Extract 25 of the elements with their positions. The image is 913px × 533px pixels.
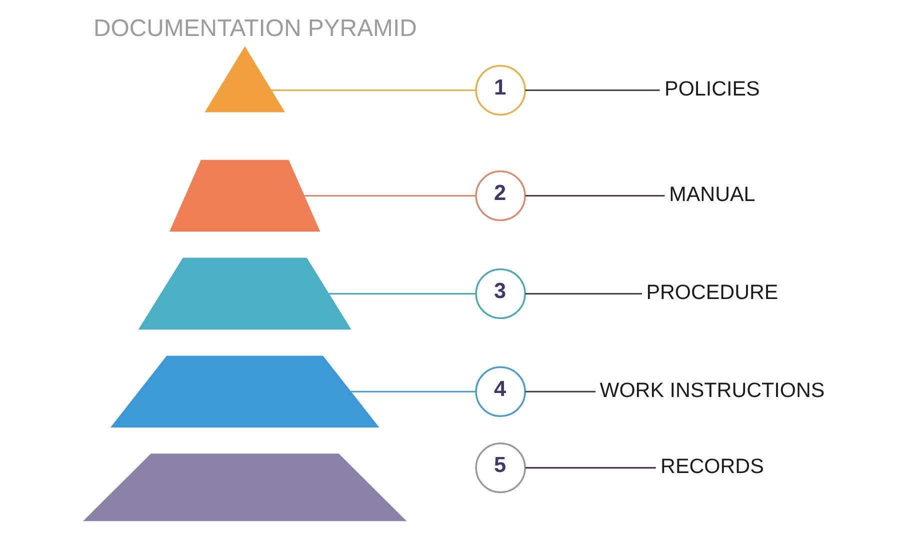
node-circle: 1 [475, 64, 526, 116]
node-trapezoid [169, 160, 320, 232]
connector [328, 292, 476, 294]
diagram-title: DOCUMENTATION PYRAMID [93, 14, 417, 42]
node-text: MANUAL [669, 182, 756, 206]
node-circle: 4 [475, 366, 526, 417]
node-trapezoid [83, 454, 407, 522]
connector [304, 195, 476, 197]
connector [525, 195, 665, 197]
connector [350, 390, 476, 392]
connector [525, 89, 660, 91]
connector [525, 467, 656, 469]
node-circle: 2 [475, 170, 526, 222]
node-text: WORK INSTRUCTIONS [600, 378, 825, 402]
connector [525, 390, 596, 392]
node-text: PROCEDURE [646, 280, 778, 304]
connector [271, 89, 476, 91]
node-trapezoid [110, 356, 380, 428]
node-text: RECORDS [660, 454, 764, 478]
connector [525, 292, 642, 294]
node-circle: 3 [475, 268, 526, 320]
node-trapezoid [138, 258, 352, 330]
node-circle: 5 [475, 442, 526, 494]
node-triangle [204, 46, 285, 112]
node-text: POLICIES [664, 77, 760, 100]
